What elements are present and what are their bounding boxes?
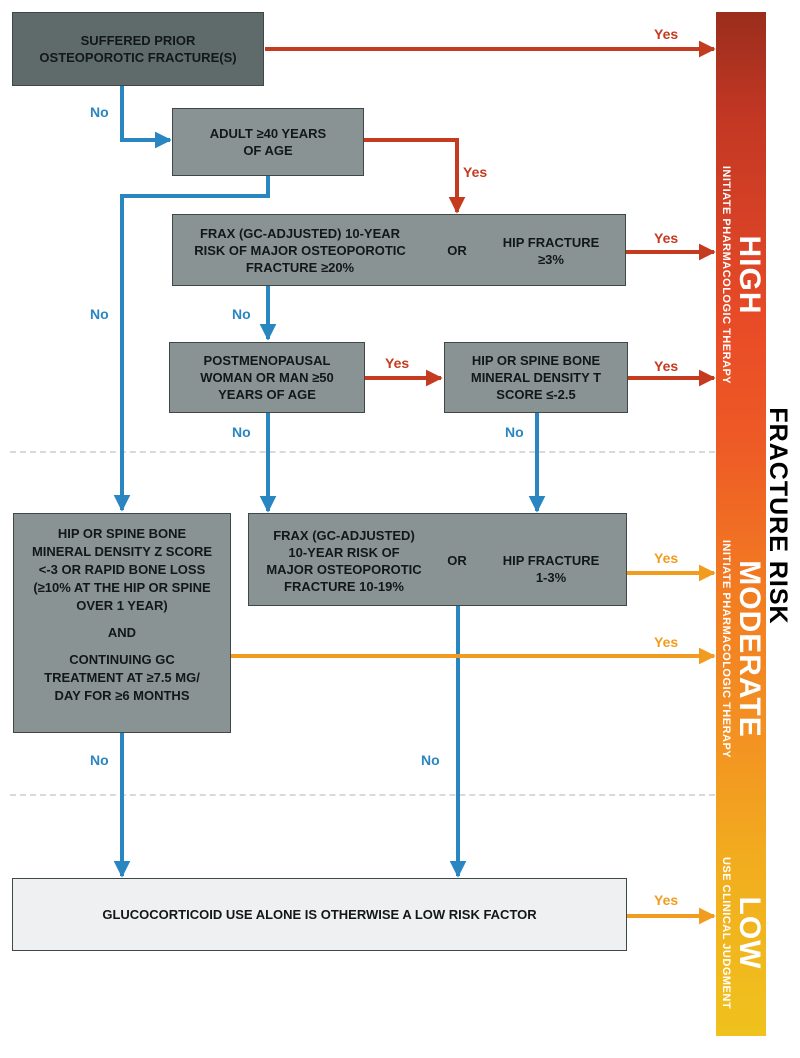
prior-fracture-line-1: SUFFERED PRIOR <box>80 33 196 48</box>
bmd-t-score-box: HIP OR SPINE BONE MINERAL DENSITY T SCOR… <box>444 342 628 413</box>
bmd-t-line-3: SCORE ≤-2.5 <box>496 387 576 402</box>
frax-mod-hip-line-2: 1-3% <box>535 570 567 585</box>
frax-mod-or: OR <box>447 553 467 568</box>
frax-high-line-1: FRAX (GC-ADJUSTED) 10-YEAR <box>199 226 401 241</box>
adult-40-line-2: OF AGE <box>243 143 293 158</box>
bmd-z-gc-line-3: DAY FOR ≥6 MONTHS <box>54 688 190 703</box>
adult-40-box: ADULT ≥40 YEARS OF AGE <box>172 108 364 176</box>
frax-mod-line-4: FRACTURE 10-19% <box>284 579 404 594</box>
arrow-no-adult-to-bmdz <box>113 176 270 512</box>
frax-high-box: FRAX (GC-ADJUSTED) 10-YEAR RISK OF MAJOR… <box>172 214 626 286</box>
bmd-z-line-3: <-3 OR RAPID BONE LOSS <box>38 562 206 577</box>
bmd-z-score-box: HIP OR SPINE BONE MINERAL DENSITY Z SCOR… <box>13 513 231 733</box>
postmeno-line-1: POSTMENOPAUSAL <box>203 353 331 368</box>
yes-label-frax-mod: Yes <box>654 550 679 566</box>
frax-high-hip-line-2: ≥3% <box>538 252 564 267</box>
frax-mod-hip-line-1: HIP FRACTURE <box>502 553 600 568</box>
frax-high-line-3: FRACTURE ≥20% <box>245 260 355 275</box>
separator-moderate-low <box>10 794 715 796</box>
yes-label-bmd-t: Yes <box>654 358 679 374</box>
yes-label-frax-high: Yes <box>654 230 679 246</box>
yes-label-postmeno: Yes <box>385 355 410 371</box>
no-label-bmd-z: No <box>90 752 109 768</box>
low-risk-box: GLUCOCORTICOID USE ALONE IS OTHERWISE A … <box>12 878 627 951</box>
no-label-frax-high: No <box>232 306 251 322</box>
frax-high-hip-line-1: HIP FRACTURE <box>502 235 600 250</box>
bmd-z-and: AND <box>107 625 137 640</box>
no-label-adult: No <box>90 306 109 322</box>
no-label-postmeno: No <box>232 424 251 440</box>
yes-label-adult: Yes <box>463 164 488 180</box>
frax-high-line-2: RISK OF MAJOR OSTEOPOROTIC <box>194 243 406 258</box>
frax-moderate-box: FRAX (GC-ADJUSTED) 10-YEAR RISK OF MAJOR… <box>248 513 627 606</box>
bmd-z-line-4: (≥10% AT THE HIP OR SPINE <box>33 580 211 595</box>
adult-40-line-1: ADULT ≥40 YEARS <box>209 126 327 141</box>
postmenopausal-box: POSTMENOPAUSAL WOMAN OR MAN ≥50 YEARS OF… <box>169 342 365 413</box>
postmeno-line-2: WOMAN OR MAN ≥50 <box>200 370 334 385</box>
no-label-prior: No <box>90 104 109 120</box>
risk-gradient-band <box>716 12 766 1036</box>
bmd-z-gc-line-1: CONTINUING GC <box>69 652 175 667</box>
frax-high-or: OR <box>447 243 467 258</box>
yes-label-prior: Yes <box>654 26 679 42</box>
frax-mod-line-1: FRAX (GC-ADJUSTED) <box>273 528 415 543</box>
bmd-t-line-2: MINERAL DENSITY T <box>470 370 602 385</box>
separator-high-moderate <box>10 451 715 453</box>
postmeno-line-3: YEARS OF AGE <box>218 387 316 402</box>
yes-label-bmd-z: Yes <box>654 634 679 650</box>
bmd-z-line-2: MINERAL DENSITY Z SCORE <box>31 544 213 559</box>
bmd-z-line-1: HIP OR SPINE BONE <box>57 526 187 541</box>
prior-fracture-box: SUFFERED PRIOR OSTEOPOROTIC FRACTURE(S) <box>12 12 264 86</box>
prior-fracture-line-2: OSTEOPOROTIC FRACTURE(S) <box>39 50 237 65</box>
yes-label-low: Yes <box>654 892 679 908</box>
frax-mod-line-2: 10-YEAR RISK OF <box>288 545 400 560</box>
bmd-t-line-1: HIP OR SPINE BONE <box>471 353 601 368</box>
arrow-yes-adult-to-frax <box>364 138 466 214</box>
no-label-bmd-t: No <box>505 424 524 440</box>
bmd-z-gc-line-2: TREATMENT AT ≥7.5 MG/ <box>44 670 200 685</box>
no-label-frax-mod: No <box>421 752 440 768</box>
bmd-z-line-5: OVER 1 YEAR) <box>76 598 168 613</box>
low-risk-text: GLUCOCORTICOID USE ALONE IS OTHERWISE A … <box>102 907 537 922</box>
arrow-no-prior-to-adult <box>120 86 172 149</box>
frax-mod-line-3: MAJOR OSTEOPOROTIC <box>266 562 422 577</box>
